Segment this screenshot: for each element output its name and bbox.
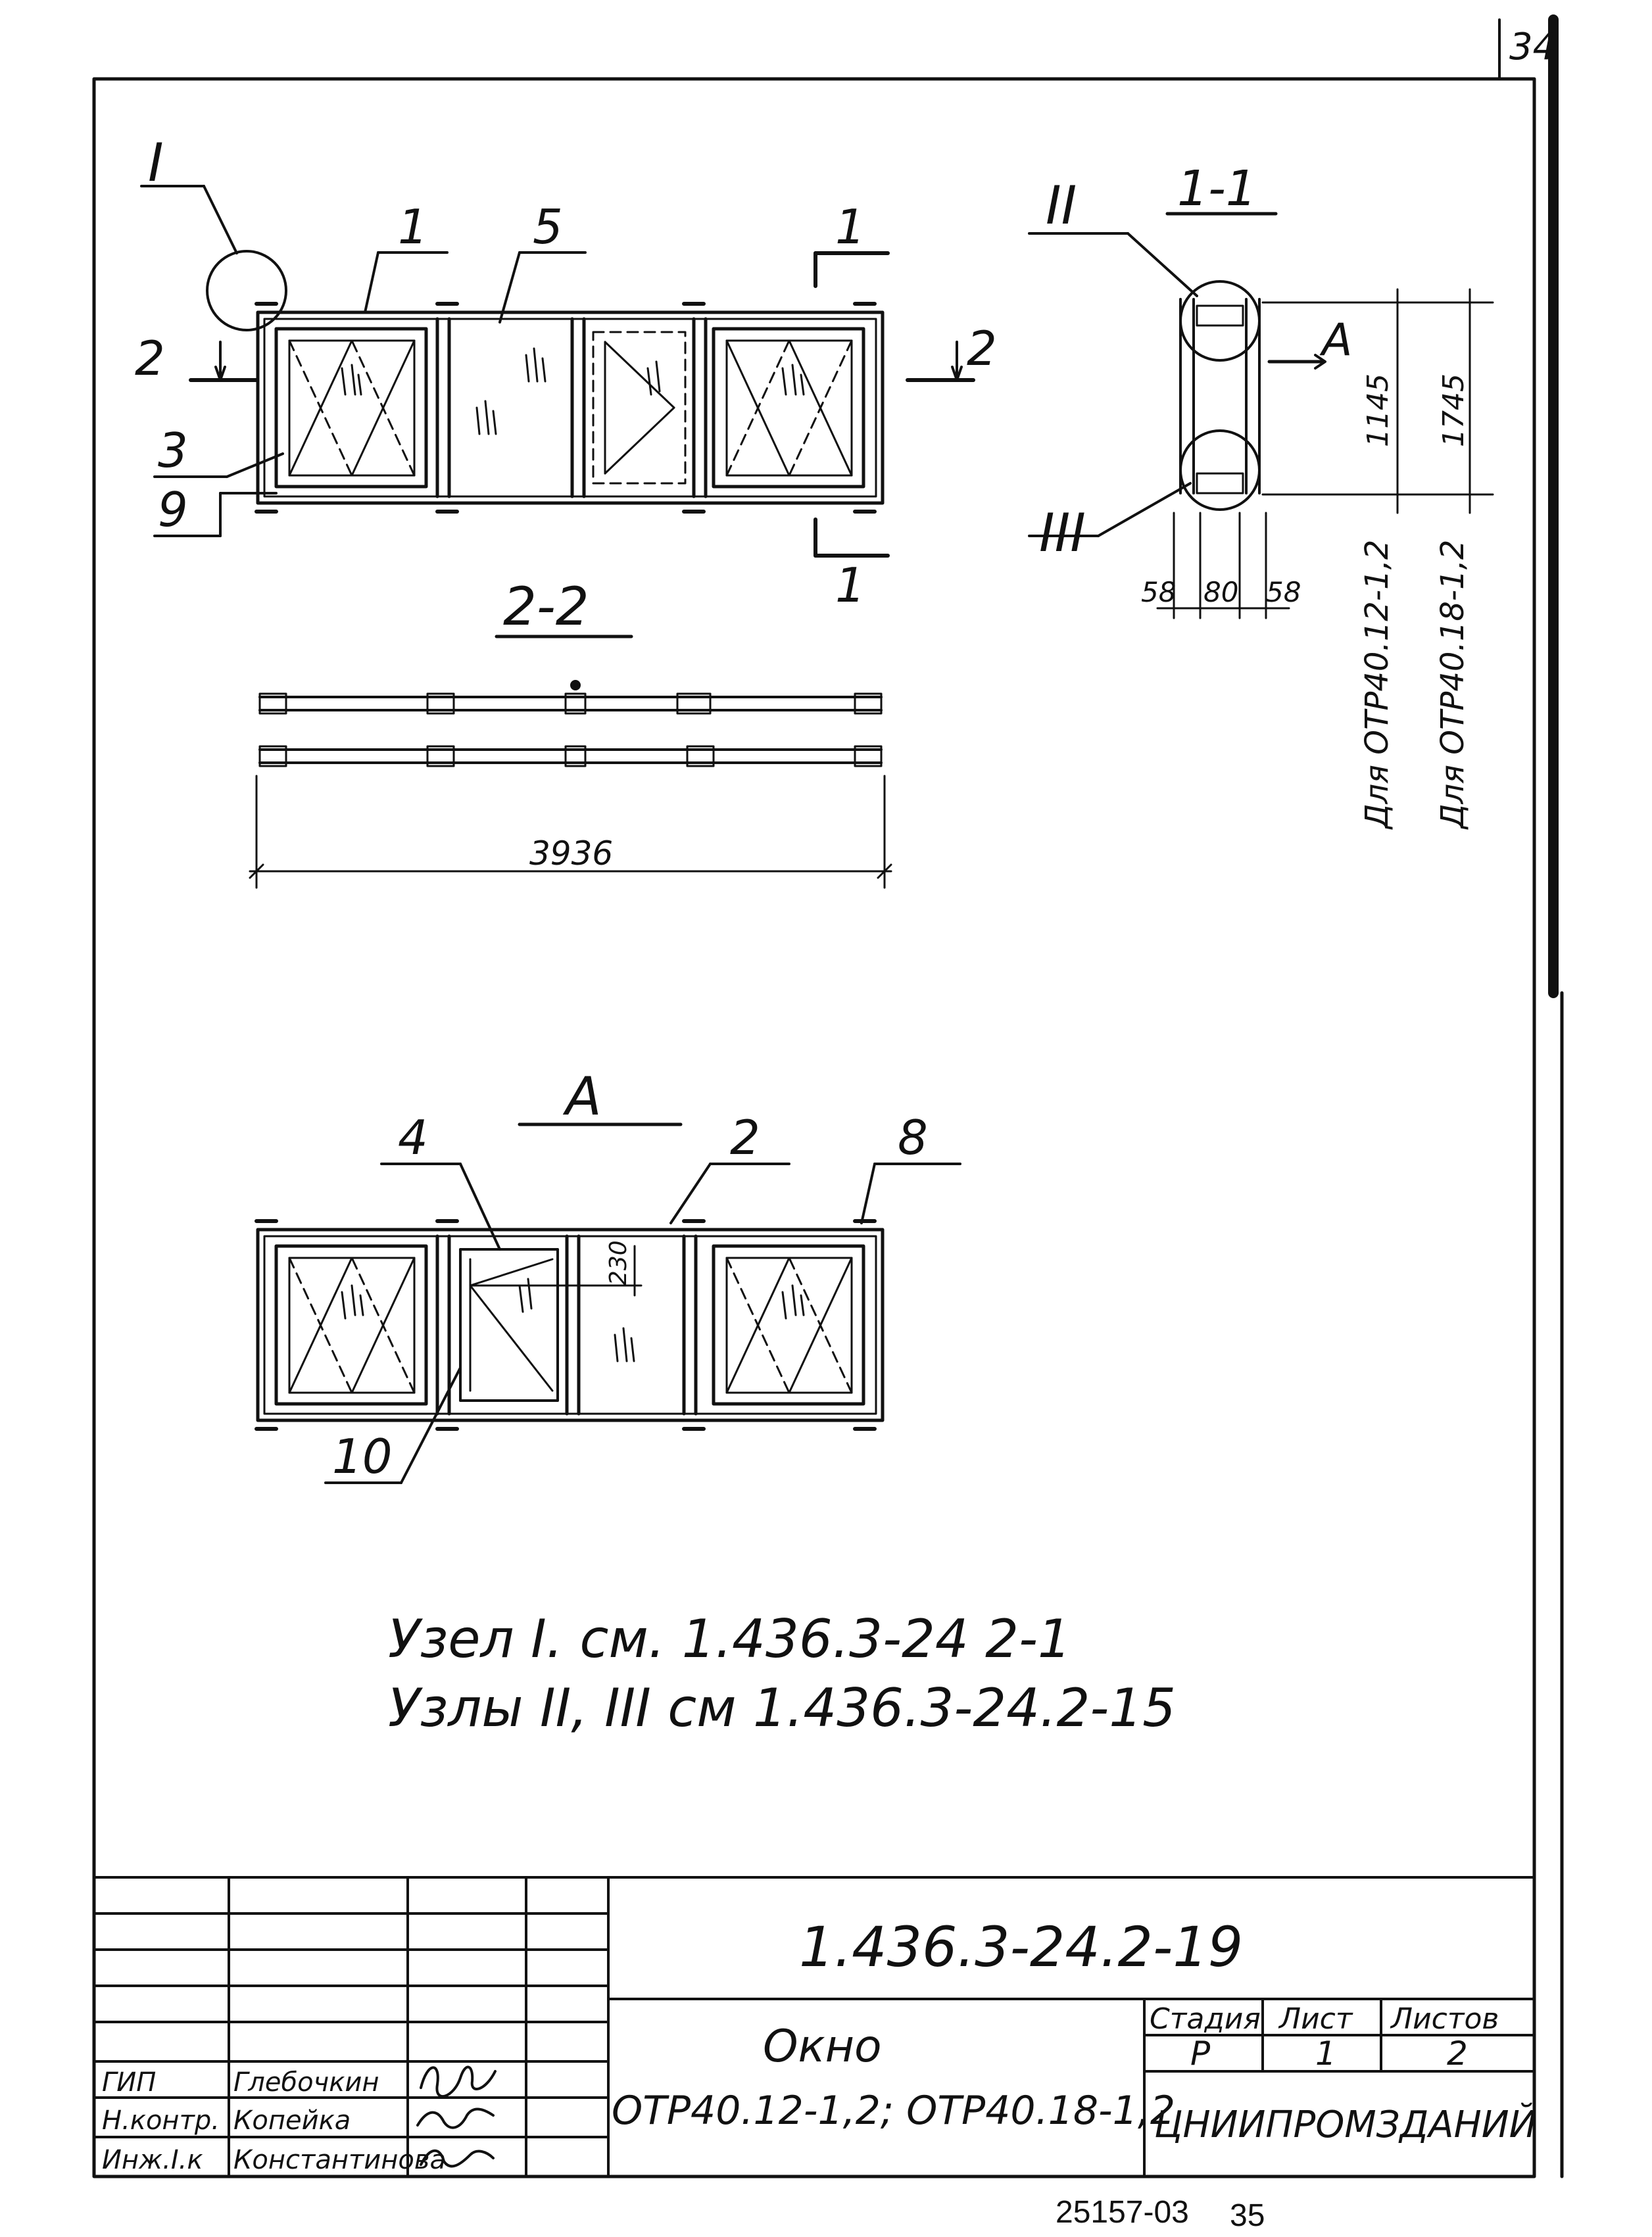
- section-2-2-title: 2-2: [503, 576, 589, 637]
- node-callout-I: I: [148, 132, 164, 193]
- view-a-leader-2: 2: [730, 1110, 760, 1165]
- archive-stamp: 25157-03: [1056, 2195, 1189, 2230]
- name-kopeika: Копейка: [233, 2105, 351, 2136]
- note-for-otr40-12: Для ОТР40.12-1,2: [1359, 540, 1396, 830]
- section-mark-1-bottom: 1: [835, 558, 865, 613]
- title-block-grid: [93, 1876, 1536, 2178]
- view-a-leader-10: 10: [332, 1429, 393, 1484]
- document-name: Окно: [763, 2021, 882, 2073]
- role-gip: ГИП: [102, 2067, 156, 2098]
- section-mark-2-right: 2: [967, 321, 997, 376]
- dim-230: 230: [605, 1240, 632, 1286]
- note-nodes-II-III: Узлы II, III см 1.436.3-24.2-15: [388, 1677, 1176, 1739]
- node-callout-II: II: [1046, 175, 1077, 236]
- leader-label-1: 1: [398, 199, 428, 254]
- dim-58-left: 58: [1141, 576, 1176, 608]
- note-node-I: Узел I. см. 1.436.3-24 2-1: [388, 1608, 1071, 1670]
- sheet-frame: [92, 14, 1564, 2178]
- dim-1145: 1145: [1361, 373, 1395, 447]
- section-1-1: [1028, 212, 1494, 619]
- note-for-otr40-18: Для ОТР40.18-1,2: [1434, 540, 1471, 830]
- handwritten-signatures: [416, 2065, 497, 2168]
- page-number: 34: [1509, 26, 1556, 68]
- stage-header: Стадия: [1150, 2002, 1261, 2036]
- section-1-1-title: 1-1: [1177, 160, 1257, 217]
- sheets-header: Листов: [1390, 2002, 1499, 2036]
- plan-view: [255, 302, 885, 514]
- role-inzh: Инж.I.к: [102, 2145, 203, 2175]
- document-marks: ОТР40.12-1,2; ОТР40.18-1,2: [612, 2088, 1175, 2134]
- sheet-value: 1: [1315, 2034, 1336, 2073]
- view-a-leader-4: 4: [398, 1110, 428, 1165]
- dim-1745: 1745: [1437, 373, 1470, 447]
- stage-value: Р: [1190, 2034, 1211, 2073]
- section-mark-1-top: 1: [835, 199, 865, 254]
- sheets-value: 2: [1447, 2034, 1468, 2073]
- view-marker-A: А: [1319, 314, 1353, 366]
- section-2-2: [249, 635, 892, 889]
- dim-80: 80: [1203, 576, 1238, 608]
- dim-58-right: 58: [1266, 576, 1301, 608]
- leader-label-9: 9: [158, 482, 188, 537]
- name-glebochkin: Глебочкин: [233, 2067, 379, 2098]
- organization: ЦНИИПРОМЗДАНИЙ: [1154, 2104, 1537, 2146]
- plan-annotations: [140, 185, 975, 558]
- leader-label-3: 3: [158, 423, 188, 478]
- archive-page: 35: [1230, 2198, 1265, 2233]
- name-konstantinova: Константинова: [233, 2145, 446, 2175]
- view-a-title: А: [562, 1066, 602, 1127]
- role-n-kontr: Н.контр.: [102, 2105, 220, 2136]
- section-mark-2-left: 2: [135, 331, 165, 386]
- dim-3936: 3936: [529, 834, 613, 873]
- leader-label-5: 5: [533, 199, 563, 254]
- view-a-leader-8: 8: [898, 1110, 928, 1165]
- sheet-header: Лист: [1278, 2002, 1353, 2036]
- view-a: [255, 1122, 885, 1431]
- document-code: 1.436.3-24.2-19: [799, 1915, 1243, 1979]
- view-a-leaders: [324, 1163, 961, 1484]
- node-callout-III: III: [1039, 502, 1086, 564]
